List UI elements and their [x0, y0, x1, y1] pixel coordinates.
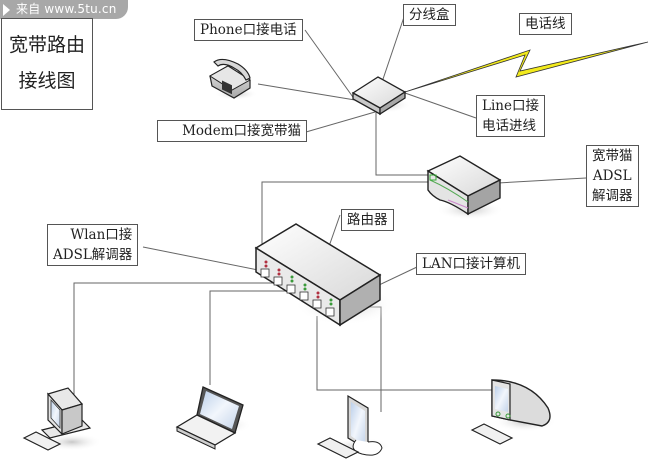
connection-lines: [73, 16, 587, 412]
router-leds: [264, 260, 333, 306]
line-phone-label: [304, 29, 356, 101]
modem-icon: [426, 155, 504, 220]
watermark-banner: 来自 www.5tu.cn: [0, 0, 128, 19]
modem-port-label-text: Modem口接宽带猫: [182, 123, 301, 139]
line-splitter-to-modem: [375, 112, 430, 176]
line-splitter-label: [379, 16, 405, 89]
lan-port-label-text: LAN口接计算机: [422, 256, 521, 272]
line-router-to-imac: [316, 316, 498, 391]
phone-port-label: Phone口接电话: [194, 19, 303, 41]
line-port-label-line1: Line口接: [482, 98, 539, 114]
title-line-1: 宽带路由: [8, 34, 85, 56]
splitter-label-text: 分线盒: [409, 7, 450, 23]
wlan-port-label: Wlan口接 ADSL解调器: [47, 224, 139, 266]
lan-port-label: LAN口接计算机: [416, 253, 527, 275]
watermark-text: 来自 www.5tu.cn: [16, 2, 117, 16]
router-label: 路由器: [341, 209, 394, 231]
wlan-port-label-line1: Wlan口接: [70, 227, 133, 243]
router-ports: [260, 268, 335, 317]
desktop-computer-icon: [22, 387, 102, 451]
line-line-label: [404, 92, 477, 119]
line-router-to-laptop: [209, 290, 300, 385]
wlan-port-label-line2: ADSL解调器: [53, 247, 133, 263]
line-modem-to-router-wlan: [261, 181, 430, 262]
phone-line-label-text: 电话线: [525, 16, 566, 32]
title-line-2: 接线图: [18, 70, 76, 92]
adsl-modem-label-line2: ADSL: [592, 168, 632, 184]
laptop-icon: [175, 386, 252, 450]
line-port-label-line2: 电话进线: [482, 118, 536, 134]
line-router-to-desktop: [73, 282, 282, 395]
phone-line-lightning: [404, 41, 649, 93]
line-modem-label: [305, 111, 376, 133]
adsl-modem-label-line1: 宽带猫: [592, 148, 633, 164]
line-adsl-label: [497, 177, 587, 184]
router-icon: [254, 223, 395, 327]
phone-port-label-text: Phone口接电话: [200, 22, 297, 38]
play-icon: [3, 4, 10, 16]
diagram-title: 宽带路由 接线图: [1, 18, 93, 110]
line-port-label: Line口接 电话进线: [476, 95, 545, 137]
telephone-icon: [209, 58, 258, 100]
line-phone-to-splitter: [257, 83, 356, 101]
lcd-computer-icon: [316, 394, 391, 459]
adsl-modem-label: 宽带猫 ADSL 解调器: [586, 145, 639, 207]
router-label-text: 路由器: [347, 212, 388, 228]
splitter-label: 分线盒: [403, 4, 456, 26]
adsl-modem-label-line3: 解调器: [592, 188, 633, 204]
imac-computer-icon: [470, 379, 557, 445]
splitter-box-icon: [351, 76, 411, 116]
modem-port-label: Modem口接宽带猫: [157, 120, 307, 142]
phone-line-label: 电话线: [519, 13, 572, 35]
line-wlan-label: [142, 246, 259, 271]
